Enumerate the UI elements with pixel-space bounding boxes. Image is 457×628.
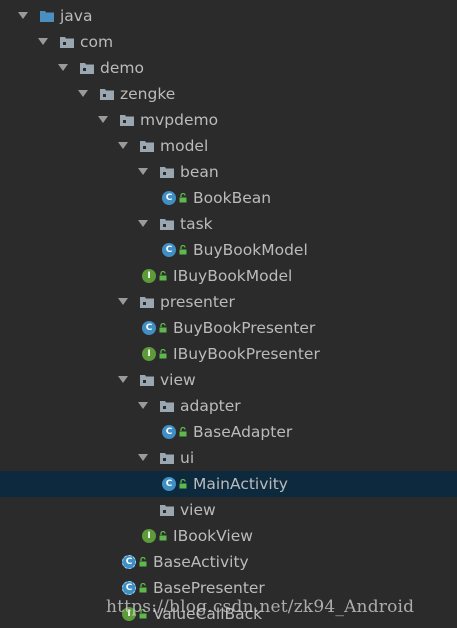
- interface-icon: I: [142, 269, 156, 283]
- class-icon: C: [162, 477, 176, 491]
- public-lock-icon: [139, 609, 147, 619]
- expand-arrow-icon[interactable]: [138, 220, 148, 228]
- public-lock-icon: [159, 323, 167, 333]
- class-icon: C: [162, 243, 176, 257]
- tree-node-view[interactable]: view: [0, 367, 457, 393]
- interface-icon: I: [122, 607, 136, 621]
- tree-node-bean[interactable]: bean: [0, 159, 457, 185]
- tree-node-label: task: [180, 215, 213, 233]
- expand-arrow-icon[interactable]: [118, 376, 128, 384]
- package-folder-icon: [60, 36, 74, 48]
- tree-node-ibuybookmodel[interactable]: I IBuyBookModel: [0, 263, 457, 289]
- class-icon: C: [162, 425, 176, 439]
- tree-node-task[interactable]: task: [0, 211, 457, 237]
- tree-node-basepresenter[interactable]: C BasePresenter: [0, 575, 457, 601]
- package-folder-icon: [160, 400, 174, 412]
- expand-arrow-icon[interactable]: [138, 402, 148, 410]
- expand-arrow-icon[interactable]: [138, 168, 148, 176]
- package-folder-icon: [140, 140, 154, 152]
- tree-node-label: demo: [100, 59, 144, 77]
- tree-node-label: BasePresenter: [153, 579, 265, 597]
- tree-node-label: IBuyBookPresenter: [173, 345, 320, 363]
- tree-node-label: model: [160, 137, 209, 155]
- tree-node-label: presenter: [160, 293, 235, 311]
- tree-node-label: java: [60, 7, 93, 25]
- public-lock-icon: [159, 349, 167, 359]
- package-folder-icon: [140, 374, 154, 386]
- tree-node-label: IBookView: [173, 527, 253, 545]
- expand-arrow-icon[interactable]: [78, 90, 88, 98]
- tree-node-label: ValueCallBack: [153, 605, 263, 623]
- tree-node-label: view: [180, 501, 216, 519]
- tree-node-ibuybookpresenter[interactable]: I IBuyBookPresenter: [0, 341, 457, 367]
- source-folder-icon: [40, 10, 54, 22]
- tree-node-label: IBuyBookModel: [173, 267, 293, 285]
- tree-node-demo[interactable]: demo: [0, 55, 457, 81]
- tree-node-label: BuyBookPresenter: [173, 319, 316, 337]
- package-folder-icon: [160, 218, 174, 230]
- expand-arrow-icon[interactable]: [138, 454, 148, 462]
- tree-node-ui[interactable]: ui: [0, 445, 457, 471]
- tree-node-valuecallback[interactable]: I ValueCallBack: [0, 601, 457, 627]
- tree-node-bookbean[interactable]: C BookBean: [0, 185, 457, 211]
- expand-arrow-icon[interactable]: [118, 142, 128, 150]
- tree-node-label: MainActivity: [193, 475, 288, 493]
- tree-node-label: mvpdemo: [140, 111, 219, 129]
- abstract-class-icon: C: [122, 581, 136, 595]
- tree-node-baseactivity[interactable]: C BaseActivity: [0, 549, 457, 575]
- interface-icon: I: [142, 347, 156, 361]
- package-folder-icon: [80, 62, 94, 74]
- tree-node-model[interactable]: model: [0, 133, 457, 159]
- expand-arrow-icon[interactable]: [18, 12, 28, 20]
- public-lock-icon: [179, 193, 187, 203]
- tree-node-label: BookBean: [193, 189, 272, 207]
- tree-node-buybookpresenter[interactable]: C BuyBookPresenter: [0, 315, 457, 341]
- tree-node-com[interactable]: com: [0, 29, 457, 55]
- tree-node-mainactivity[interactable]: C MainActivity: [0, 471, 457, 497]
- public-lock-icon: [179, 427, 187, 437]
- package-folder-icon: [160, 166, 174, 178]
- class-icon: C: [162, 191, 176, 205]
- package-folder-icon: [140, 296, 154, 308]
- package-folder-icon: [100, 88, 114, 100]
- expand-arrow-icon[interactable]: [38, 38, 48, 46]
- tree-node-label: adapter: [180, 397, 241, 415]
- tree-node-label: BaseActivity: [153, 553, 249, 571]
- expand-arrow-icon[interactable]: [118, 298, 128, 306]
- tree-node-buybookmodel[interactable]: C BuyBookModel: [0, 237, 457, 263]
- class-icon: C: [142, 321, 156, 335]
- expand-arrow-icon[interactable]: [98, 116, 108, 124]
- abstract-class-icon: C: [122, 555, 136, 569]
- tree-node-mvpdemo[interactable]: mvpdemo: [0, 107, 457, 133]
- tree-node-zengke[interactable]: zengke: [0, 81, 457, 107]
- public-lock-icon: [139, 557, 147, 567]
- tree-node-label: zengke: [120, 85, 176, 103]
- tree-node-label: BaseAdapter: [193, 423, 293, 441]
- tree-node-baseadapter[interactable]: C BaseAdapter: [0, 419, 457, 445]
- public-lock-icon: [159, 271, 167, 281]
- tree-node-label: bean: [180, 163, 219, 181]
- tree-node-java[interactable]: java: [0, 3, 457, 29]
- tree-node-label: view: [160, 371, 196, 389]
- tree-node-view[interactable]: view: [0, 497, 457, 523]
- package-folder-icon: [120, 114, 134, 126]
- expand-arrow-icon[interactable]: [58, 64, 68, 72]
- no-arrow-spacer: [138, 506, 148, 514]
- tree-node-ibookview[interactable]: I IBookView: [0, 523, 457, 549]
- tree-node-label: ui: [180, 449, 195, 467]
- tree-node-label: BuyBookModel: [193, 241, 308, 259]
- public-lock-icon: [139, 583, 147, 593]
- tree-node-adapter[interactable]: adapter: [0, 393, 457, 419]
- tree-node-label: com: [80, 33, 114, 51]
- interface-icon: I: [142, 529, 156, 543]
- public-lock-icon: [179, 479, 187, 489]
- package-folder-icon: [160, 452, 174, 464]
- tree-node-presenter[interactable]: presenter: [0, 289, 457, 315]
- public-lock-icon: [179, 245, 187, 255]
- package-folder-icon: [160, 504, 174, 516]
- public-lock-icon: [159, 531, 167, 541]
